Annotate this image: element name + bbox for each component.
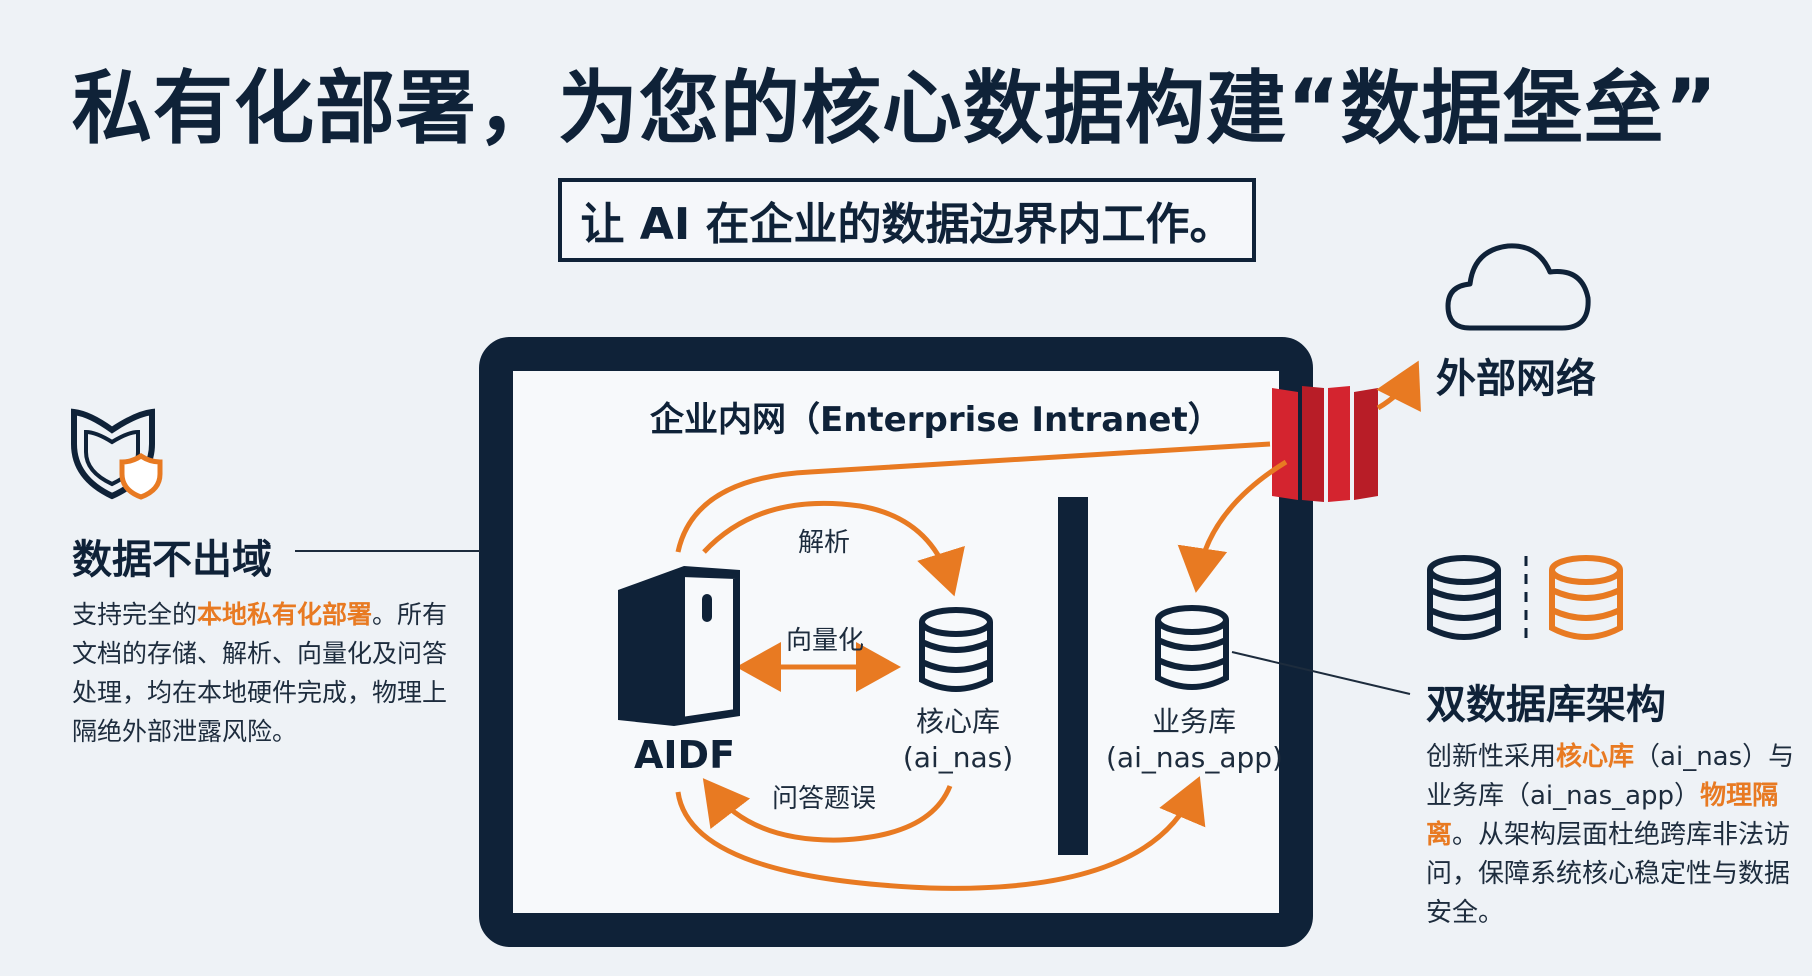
shield-icon [71, 408, 163, 500]
right-highlight-1: 核心库 [1556, 742, 1635, 772]
right-connector [1231, 651, 1411, 695]
parse-arrow [702, 500, 965, 597]
external-arrow [1376, 360, 1421, 413]
external-network-label: 外部网络 [1436, 356, 1596, 402]
aidf-to-biz-arrow [675, 776, 1206, 891]
isolation-wall [1058, 497, 1088, 855]
core-db-label: 核心库 (ai_nas) [896, 704, 1020, 776]
core-db-icon [919, 607, 993, 692]
subtitle: 让 AI 在企业的数据边界内工作。 [580, 199, 1234, 250]
right-paragraph: 创新性采用核心库（ai_nas）与业务库（ai_nas_app）物理隔离。从架构… [1426, 738, 1806, 933]
server-label: AIDF [634, 733, 736, 777]
core-db-code: (ai_nas) [902, 741, 1014, 774]
left-text-1: 支持完全的 [72, 600, 198, 629]
firewall-icon [1272, 386, 1378, 502]
right-highlight-2: 物理隔离 [1426, 781, 1779, 850]
qa-label: 问答题误 [772, 784, 877, 814]
core-db-name: 核心库 [915, 705, 1000, 738]
left-text-2: 。所有文档的存储、解析、向量化及问答处理，均在本地硬件完成，物理上隔绝外部泄露风… [72, 600, 448, 746]
biz-db-code: (ai_nas_app) [1106, 741, 1283, 774]
biz-db-icon [1155, 605, 1229, 690]
server-icon [618, 566, 740, 726]
biz-db-label: 业务库 (ai_nas_app) [1106, 704, 1283, 776]
cloud-icon [1445, 243, 1591, 331]
aidf-to-firewall-arrow [675, 441, 1271, 553]
left-paragraph: 支持完全的本地私有化部署。所有文档的存储、解析、向量化及问答处理，均在本地硬件完… [72, 595, 452, 751]
left-highlight: 本地私有化部署 [197, 600, 373, 629]
page-title: 私有化部署，为您的核心数据构建“数据堡垒” [72, 62, 1719, 155]
right-text-2: （ai_nas）与业务库（ai_nas_app） [1426, 742, 1795, 811]
vectorize-label: 向量化 [786, 626, 865, 656]
biz-db-name: 业务库 [1151, 705, 1236, 738]
right-text-3: 。从架构层面杜绝跨库非法访问，保障系统核心稳定性与数据安全。 [1426, 820, 1791, 928]
dual-db-navy-icon [1427, 555, 1501, 640]
intranet-label: 企业内网（Enterprise Intranet） [650, 400, 1222, 440]
subtitle-box: 让 AI 在企业的数据边界内工作。 [558, 178, 1256, 262]
dual-db-orange-icon [1549, 555, 1623, 640]
left-heading: 数据不出域 [72, 537, 272, 583]
qa-arrow [702, 778, 953, 843]
right-heading: 双数据库架构 [1426, 682, 1666, 728]
parse-label: 解析 [798, 528, 851, 558]
right-text-1: 创新性采用 [1426, 742, 1557, 772]
firewall-to-biz-arrow [1177, 459, 1288, 593]
